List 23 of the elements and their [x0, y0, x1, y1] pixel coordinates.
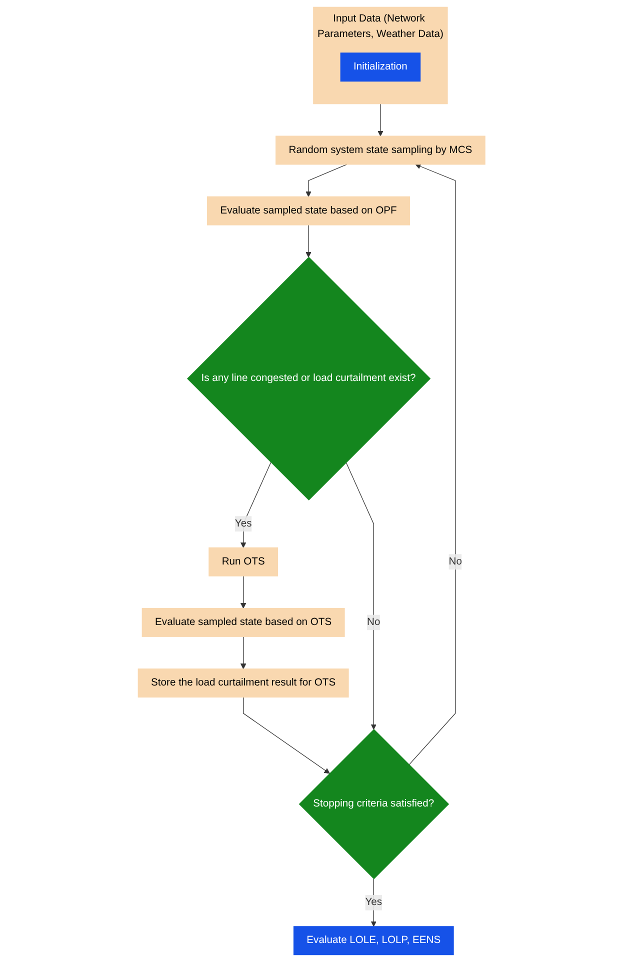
edge-label: Yes — [366, 896, 382, 908]
node-box: Initialization — [340, 52, 421, 82]
node-diamond: Stopping criteria satisfied? — [299, 729, 450, 880]
edge-label: Yes — [235, 518, 252, 529]
arrow — [409, 164, 456, 766]
node-box: Random system state sampling by MCS — [276, 136, 486, 165]
node-box: Evaluate sampled state based on OPF — [207, 196, 410, 226]
edge-label: No — [367, 616, 381, 628]
arrow — [306, 164, 348, 197]
arrow — [346, 462, 377, 730]
arrow — [243, 696, 330, 774]
node-box: Store the load curtailment result for OTS — [138, 668, 350, 698]
arrow — [240, 576, 247, 609]
node-box: Evaluate sampled state based on OTS — [142, 608, 346, 637]
arrow — [240, 462, 272, 548]
arrow — [306, 224, 312, 258]
node-diamond: Is any line congested or load curtailment exist? — [187, 256, 432, 500]
arrow — [378, 104, 384, 136]
node-box: Evaluate LOLE, LOLP, EENS — [294, 926, 454, 956]
arrow — [371, 878, 377, 927]
edge-label: No — [449, 556, 462, 568]
arrow — [240, 636, 247, 670]
node-box: Run OTS — [209, 547, 278, 576]
